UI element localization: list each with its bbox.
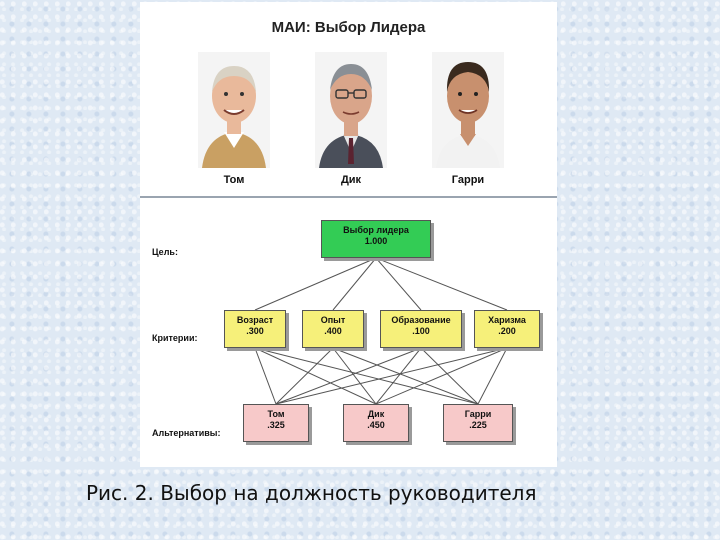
alternative-value: .225 [469, 420, 487, 430]
goal-node-value: 1.000 [364, 236, 388, 246]
alternative-node-dik: Дик .450 [343, 404, 409, 442]
goal-node: Выбор лидера 1.000 [321, 220, 431, 258]
criterion-label: Образование [391, 315, 451, 325]
level-label-alternatives: Альтернативы: [152, 428, 221, 438]
diagram-title: МАИ: Выбор Лидера [271, 19, 426, 36]
alternative-label: Гарри [464, 409, 492, 419]
criterion-alternative-link-3-1 [375, 347, 508, 405]
photo-tom [198, 52, 270, 168]
criterion-label: Харизма [488, 315, 526, 325]
criterion-alternative-link-0-2 [254, 347, 479, 405]
photo-garri [432, 52, 504, 168]
criterion-value: .100 [412, 326, 430, 336]
alternative-label: Том [267, 409, 285, 419]
figure-caption: Рис. 2. Выбор на должность руководителя [86, 481, 537, 505]
alternative-node-garri: Гарри .225 [443, 404, 513, 442]
criterion-alternative-link-2-0 [275, 347, 422, 405]
criterion-value: .200 [498, 326, 516, 336]
criterion-alternative-link-3-0 [275, 347, 508, 405]
criterion-alternative-link-1-0 [275, 347, 334, 405]
goal-criterion-link-3 [375, 257, 508, 311]
goal-criterion-link-0 [254, 257, 377, 311]
criterion-node-obrazovanie: Образование .100 [380, 310, 462, 348]
alternative-value: .325 [267, 420, 285, 430]
criterion-value: .400 [324, 326, 342, 336]
criterion-alternative-link-0-0 [254, 347, 277, 405]
criterion-alternative-link-0-1 [254, 347, 377, 405]
photo-dik [315, 52, 387, 168]
criterion-alternative-link-3-2 [477, 347, 508, 405]
criterion-label: Опыт [320, 315, 346, 325]
criterion-value: .300 [246, 326, 264, 336]
goal-criterion-link-1 [332, 257, 377, 311]
candidate-name-garri: Гарри [451, 174, 485, 186]
candidate-name-dik: Дик [340, 174, 362, 186]
alternative-node-tom: Том .325 [243, 404, 309, 442]
candidate-name-tom: Том [223, 174, 245, 186]
alternative-label: Дик [367, 409, 385, 419]
level-label-goal: Цель: [152, 247, 178, 257]
criterion-alternative-link-1-2 [332, 347, 479, 405]
criterion-node-vozrast: Возраст .300 [224, 310, 286, 348]
hierarchy-links [254, 257, 508, 405]
criterion-alternative-link-2-2 [420, 347, 479, 405]
criterion-alternative-link-2-1 [375, 347, 422, 405]
level-label-criteria: Критерии: [152, 333, 198, 343]
diagram-panel: МАИ: Выбор Лидера Том Дик Гар [140, 2, 557, 467]
goal-criterion-link-2 [375, 257, 422, 311]
criterion-alternative-link-1-1 [332, 347, 377, 405]
divider [140, 196, 557, 198]
criterion-node-opyt: Опыт .400 [302, 310, 364, 348]
criterion-node-kharizma: Харизма .200 [474, 310, 540, 348]
alternative-value: .450 [367, 420, 385, 430]
criterion-label: Возраст [236, 315, 274, 325]
goal-node-label: Выбор лидера [343, 225, 409, 235]
